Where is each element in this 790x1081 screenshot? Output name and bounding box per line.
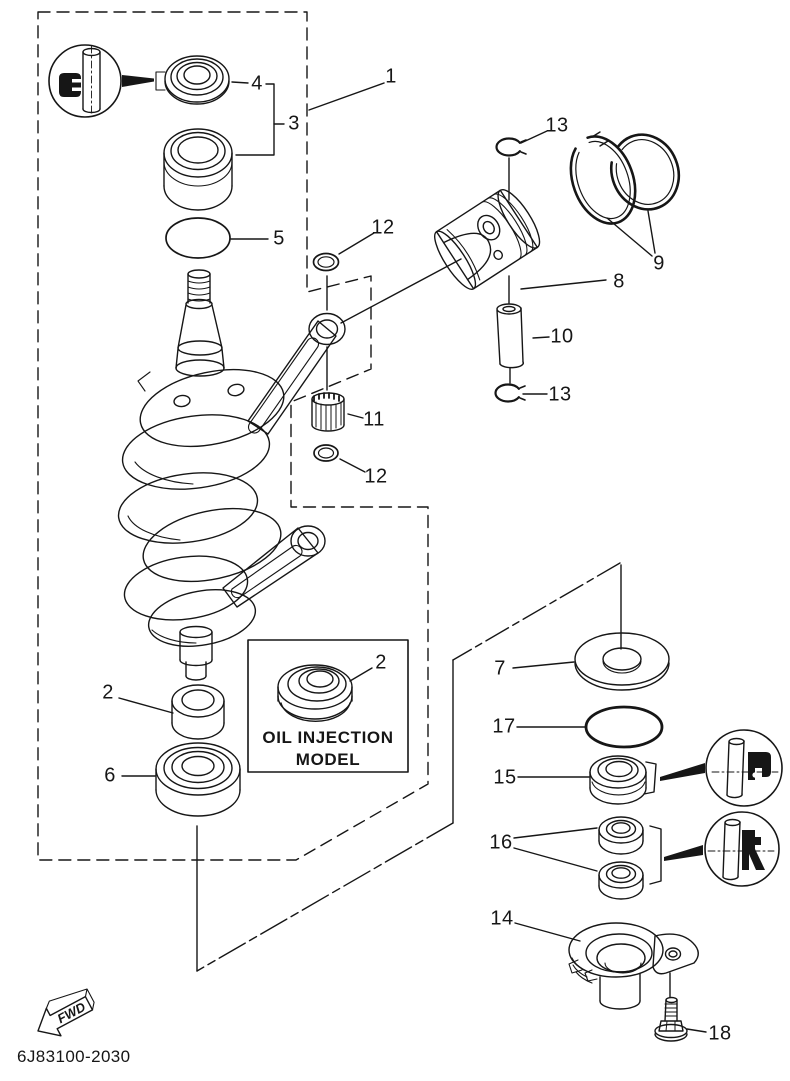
piston-pin-drawing bbox=[496, 303, 524, 369]
crankshaft-drawing bbox=[117, 269, 285, 681]
bearing-3-drawing bbox=[163, 128, 233, 211]
figure-part-code: 6J83100-2030 bbox=[17, 1047, 131, 1066]
part-callout-17: 17 bbox=[492, 715, 516, 738]
seal-housing-14-drawing bbox=[568, 922, 699, 1010]
part-callout-7: 7 bbox=[494, 657, 506, 680]
oil-injection-label-line2: MODEL bbox=[295, 750, 361, 769]
seal-15-section-black bbox=[748, 752, 771, 780]
part-callout-12: 12 bbox=[364, 465, 388, 488]
oil-injection-label-line1: OIL INJECTION bbox=[262, 728, 394, 747]
seal-16-bracket bbox=[649, 825, 662, 885]
bearing-detail-circle bbox=[48, 44, 166, 118]
leader-lines bbox=[118, 82, 707, 1033]
seal-16-section-black bbox=[742, 830, 765, 870]
collar-2-drawing bbox=[171, 684, 225, 740]
part-callout-5: 5 bbox=[273, 227, 285, 250]
piston-clip-bottom bbox=[494, 383, 526, 403]
seal-16-upper-drawing bbox=[598, 816, 644, 855]
part-callout-8: 8 bbox=[613, 270, 625, 293]
part-callout-2: 2 bbox=[102, 681, 114, 704]
piston-drawing bbox=[434, 189, 541, 290]
part-callout-3: 3 bbox=[288, 112, 300, 135]
connecting-rod-lower bbox=[222, 525, 326, 608]
washer-12-top bbox=[312, 252, 340, 272]
part-callout-10: 10 bbox=[550, 325, 574, 348]
connecting-rod-upper bbox=[247, 312, 346, 435]
piston-rings-drawing bbox=[569, 131, 681, 225]
detail-pointer-seal-15 bbox=[660, 763, 705, 781]
piston-rod-link-line bbox=[340, 258, 462, 324]
washer-7-drawing bbox=[574, 632, 670, 691]
detail-pointer-bearing bbox=[122, 75, 154, 87]
part-callout-13: 13 bbox=[548, 383, 572, 406]
crankshaft-group-dashed-outline bbox=[37, 11, 429, 861]
part-callout-15: 15 bbox=[493, 766, 517, 789]
o-ring-17-drawing bbox=[584, 705, 664, 749]
piston-clip-top bbox=[495, 137, 527, 157]
detail-pointer-seal-16 bbox=[664, 845, 703, 861]
part-callout-6: 6 bbox=[104, 764, 116, 787]
part-callout-4: 4 bbox=[251, 72, 263, 95]
ball-bearing-6-drawing bbox=[155, 742, 241, 817]
seal-16-lower-drawing bbox=[598, 861, 644, 900]
part-callout-11: 11 bbox=[363, 408, 385, 431]
part-callout-13: 13 bbox=[545, 114, 569, 137]
oil-seal-15-drawing bbox=[589, 755, 647, 805]
fwd-arrow: FWD bbox=[37, 988, 95, 1037]
part-callout-1: 1 bbox=[385, 65, 397, 88]
seal-16-detail-circle bbox=[704, 811, 780, 887]
oil-seal-2-inset-drawing bbox=[277, 664, 353, 722]
seal-15-detail-circle bbox=[705, 729, 783, 807]
pin-link-lines bbox=[508, 275, 511, 384]
washer-12-bottom bbox=[313, 444, 339, 462]
fwd-arrow-label: FWD bbox=[55, 999, 89, 1026]
part-callout-2-inset: 2 bbox=[375, 651, 387, 674]
part-callout-12: 12 bbox=[371, 216, 395, 239]
bearing-4-drawing bbox=[164, 55, 230, 105]
part-callout-18: 18 bbox=[708, 1022, 732, 1045]
part-callout-14: 14 bbox=[490, 907, 514, 930]
needle-bearing-11 bbox=[311, 392, 345, 432]
part-callout-9: 9 bbox=[653, 252, 665, 275]
bearing-clip-section-black bbox=[59, 73, 81, 97]
shim-5-drawing bbox=[165, 217, 231, 259]
bolt-18-drawing bbox=[654, 996, 688, 1042]
seal-group-boundary-lines bbox=[196, 562, 622, 972]
oil-injection-box bbox=[247, 639, 409, 773]
part-callout-16: 16 bbox=[489, 831, 513, 854]
seal-15-bracket bbox=[643, 761, 657, 795]
callout-3-4-bracket bbox=[231, 81, 285, 156]
